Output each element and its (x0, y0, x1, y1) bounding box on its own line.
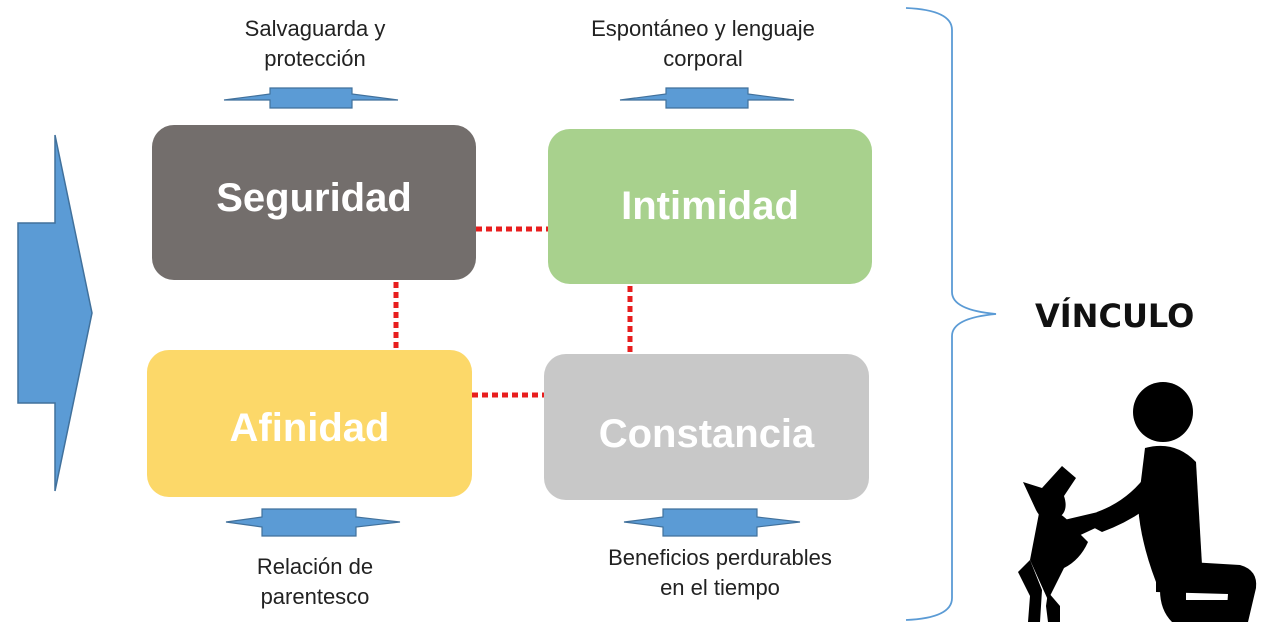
box-intimidad-label: Intimidad (621, 184, 799, 228)
caption-seguridad-line2: protección (264, 46, 366, 71)
box-afinidad: Afinidad (147, 350, 472, 497)
caption-intimidad: Espontáneo y lenguaje corporal (553, 14, 853, 74)
person-with-dog-icon (1018, 382, 1257, 622)
box-afinidad-label: Afinidad (229, 406, 390, 450)
box-seguridad: Seguridad (152, 125, 476, 280)
caption-intimidad-line1: Espontáneo y lenguaje (591, 16, 815, 41)
caption-afinidad-line2: parentesco (260, 584, 370, 609)
box-seguridad-label: Seguridad (216, 176, 412, 220)
caption-afinidad: Relación de parentesco (190, 552, 440, 612)
input-arrow (17, 134, 93, 492)
box-intimidad: Intimidad (548, 129, 872, 284)
caption-constancia: Beneficios perdurables en el tiempo (570, 543, 870, 603)
result-label: VÍNCULO (1035, 297, 1195, 335)
down-arrow-constancia (623, 508, 801, 537)
caption-seguridad: Salvaguarda y protección (190, 14, 440, 74)
caption-intimidad-line2: corporal (663, 46, 743, 71)
down-arrow-afinidad (225, 508, 401, 537)
caption-constancia-line2: en el tiempo (660, 575, 780, 600)
up-arrow-intimidad (619, 87, 795, 109)
caption-constancia-line1: Beneficios perdurables (608, 545, 832, 570)
box-constancia-label: Constancia (598, 411, 815, 456)
right-brace (905, 7, 997, 621)
up-arrow-seguridad (223, 87, 399, 109)
box-constancia: Constancia (544, 354, 869, 500)
caption-seguridad-line1: Salvaguarda y (244, 16, 386, 41)
caption-afinidad-line1: Relación de (256, 554, 374, 579)
